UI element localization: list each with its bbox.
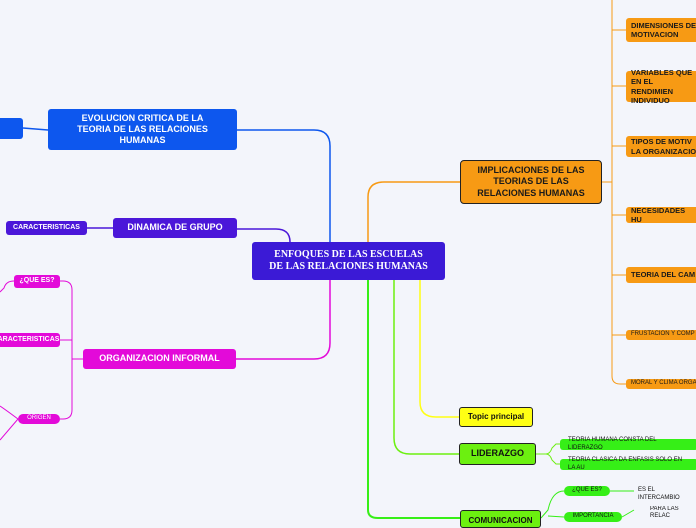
- connector-topic: [419, 280, 459, 418]
- subtopic-variables-rendimiento[interactable]: VARIABLES QUE EN EL RENDIMIEN INDIVIDUO: [626, 68, 696, 105]
- topic-evolucion-critica[interactable]: EVOLUCION CRITICA DE LA TEORIA DE LAS RE…: [48, 109, 237, 150]
- subtopic-com-importancia[interactable]: IMPORTANCIA: [564, 512, 622, 522]
- connector-evolucion: [237, 129, 331, 242]
- connector-comunicacion: [367, 280, 460, 519]
- connector-org-leaves: [0, 280, 19, 441]
- connector-com-children: [540, 490, 635, 519]
- topic-implicaciones[interactable]: IMPLICACIONES DE LAS TEORIAS DE LAS RELA…: [460, 160, 602, 204]
- subtopic-teoria-campo[interactable]: TEORIA DEL CAM: [626, 267, 696, 283]
- detail-relaciones-claridad: PARA LAS RELAC CON CLARIDAD: [650, 506, 679, 520]
- subtopic-org-que-es[interactable]: ¿QUE ES?: [14, 275, 60, 288]
- subtopic-dinamica-caracteristicas[interactable]: CARACTERISTICAS: [6, 221, 87, 235]
- subtopic-necesidades-humanas[interactable]: NECESIDADES HU: [626, 206, 696, 224]
- topic-principal[interactable]: Topic principal: [459, 407, 533, 427]
- connector-lid-children: [536, 443, 560, 465]
- subtopic-org-origen[interactable]: ORIGEN: [18, 414, 60, 424]
- subtopic-evolucion-child[interactable]: [0, 118, 23, 139]
- connector-implicaciones: [367, 181, 460, 242]
- subtopic-org-caracteristicas[interactable]: CARACTERISTICAS: [0, 333, 60, 347]
- subtopic-dimensiones-motivacion[interactable]: DIMENSIONES DE MOTIVACION: [626, 18, 696, 42]
- connector-org-children: [60, 280, 83, 420]
- subtopic-teoria-humana[interactable]: TEORIA HUMANA CONSTA DEL LIDERAZGO: [560, 437, 696, 451]
- detail-intercambio: ES EL INTERCAMBIO: [638, 487, 680, 501]
- connector-impl-children: [602, 0, 626, 385]
- subtopic-frustacion[interactable]: FRUSTACION Y COMP: [626, 330, 696, 340]
- subtopic-moral-clima[interactable]: MORAL Y CLIMA ORGA: [626, 379, 696, 389]
- subtopic-teoria-clasica[interactable]: TEORIA CLASICA DA ENFASIS SOLO EN LA AU: [560, 457, 696, 471]
- connector-dinamica: [237, 228, 291, 243]
- subtopic-com-que-es[interactable]: ¿QUE ES?: [564, 486, 610, 496]
- connector-organizacion: [236, 280, 331, 360]
- topic-comunicacion[interactable]: COMUNICACION: [460, 510, 541, 528]
- connector-liderazgo: [393, 280, 459, 455]
- subtopic-tipos-motivacion[interactable]: TIPOS DE MOTIV LA ORGANIZACIO: [626, 136, 696, 157]
- topic-dinamica-de-grupo[interactable]: DINAMICA DE GRUPO: [113, 218, 237, 238]
- topic-organizacion-informal[interactable]: ORGANIZACION INFORMAL: [83, 349, 236, 369]
- central-topic[interactable]: ENFOQUES DE LAS ESCUELAS DE LAS RELACION…: [252, 242, 445, 280]
- connector-evolucion-sub: [22, 127, 49, 131]
- topic-liderazgo[interactable]: LIDERAZGO: [459, 443, 536, 465]
